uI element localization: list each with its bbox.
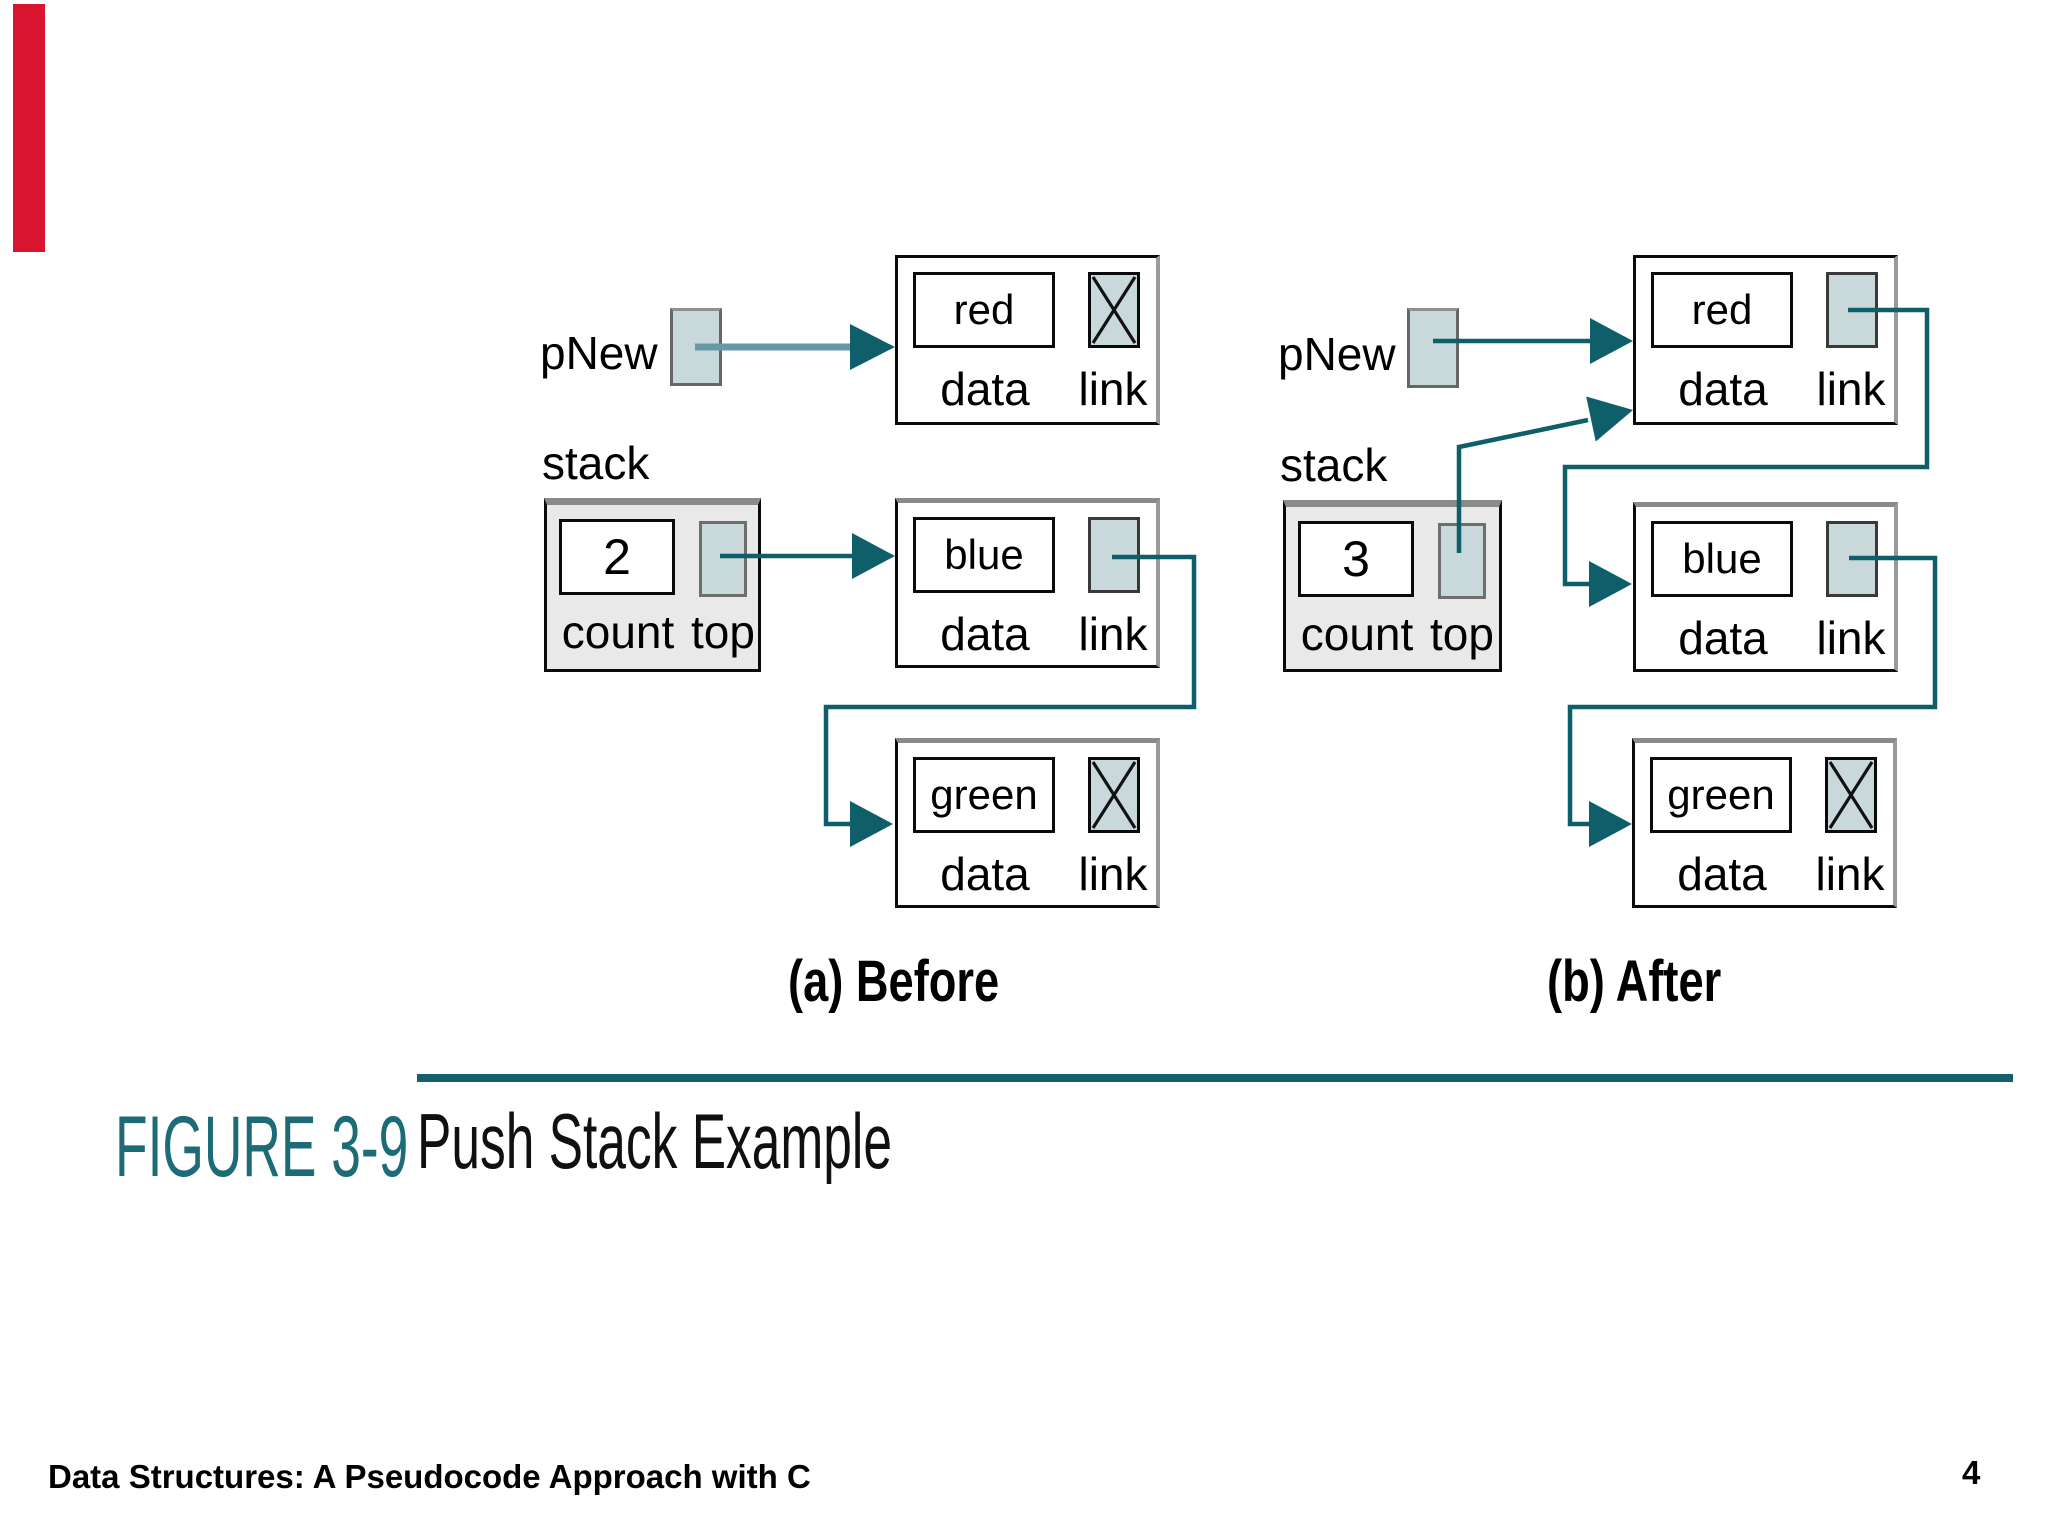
- link-field-label: link: [1816, 363, 1886, 415]
- data-field-label: data: [1678, 363, 1768, 415]
- data-field-label: data: [1678, 612, 1768, 664]
- top-label-after: top: [1430, 608, 1494, 660]
- stack-label-before: stack: [542, 437, 650, 489]
- data-field-label: data: [940, 848, 1030, 900]
- stack-label-after: stack: [1280, 439, 1388, 491]
- node-blue-after: blue data link: [1633, 502, 1898, 672]
- pnew-pointer-box-before: [670, 308, 722, 386]
- link-field-label: link: [1078, 363, 1148, 415]
- count-label-before: count: [561, 606, 675, 658]
- pnew-label-before: pNew: [540, 327, 658, 379]
- node-link-field: [1088, 757, 1140, 833]
- node-blue-before: blue data link: [895, 498, 1160, 668]
- arrowhead-pnew-to-red-before: [850, 324, 895, 370]
- node-green-after: green data link: [1632, 738, 1897, 908]
- stack-box-before: 2 count top: [544, 498, 761, 672]
- node-link-field: [1825, 757, 1877, 833]
- caption-rule: [417, 1074, 2013, 1082]
- figure-title: Push Stack Example: [417, 1097, 892, 1185]
- stack-box-after: 3 count top: [1283, 500, 1502, 672]
- node-link-field: [1088, 272, 1140, 348]
- panel-caption-after: (b) After: [1547, 949, 1722, 1014]
- pnew-pointer-box-after: [1407, 308, 1459, 388]
- link-field-label: link: [1078, 848, 1148, 900]
- null-x-icon: [1828, 761, 1874, 829]
- panel-caption-before: (a) Before: [788, 949, 1000, 1014]
- node-data-box: green: [1650, 757, 1792, 833]
- arrowhead-blue-to-green-after: [1589, 801, 1632, 847]
- null-x-icon: [1091, 276, 1137, 344]
- top-pointer-field-before: [699, 521, 747, 597]
- arrowhead-red-to-blue-after: [1589, 561, 1632, 607]
- link-field-label: link: [1816, 612, 1886, 664]
- node-link-field: [1088, 517, 1140, 593]
- page-number: 4: [1962, 1454, 1981, 1491]
- slide-accent-bar: [13, 4, 45, 252]
- arrowhead-top-to-red-after: [1586, 396, 1633, 442]
- data-field-label: data: [940, 363, 1030, 415]
- count-label-after: count: [1300, 608, 1414, 660]
- top-pointer-field-after: [1438, 523, 1486, 599]
- top-label-before: top: [691, 606, 755, 658]
- arrowhead-blue-to-green-before: [850, 801, 893, 847]
- figure-number-label: FIGURE 3-9: [115, 1099, 409, 1195]
- count-value-box-after: 3: [1298, 521, 1414, 597]
- node-data-box: red: [1651, 272, 1793, 348]
- node-data-box: red: [913, 272, 1055, 348]
- pnew-label-after: pNew: [1278, 328, 1396, 380]
- node-red-after: red data link: [1633, 255, 1898, 425]
- data-field-label: data: [1677, 848, 1767, 900]
- count-value-box-before: 2: [559, 519, 675, 595]
- node-link-field: [1826, 272, 1878, 348]
- link-field-label: link: [1078, 608, 1148, 660]
- null-x-icon: [1091, 761, 1137, 829]
- node-data-box: blue: [913, 517, 1055, 593]
- node-link-field: [1826, 521, 1878, 597]
- node-data-box: green: [913, 757, 1055, 833]
- link-field-label: link: [1815, 848, 1885, 900]
- node-red-before: red data link: [895, 255, 1160, 425]
- footer-book-title: Data Structures: A Pseudocode Approach w…: [48, 1458, 811, 1495]
- arrowhead-pnew-to-red-after: [1590, 318, 1633, 364]
- data-field-label: data: [940, 608, 1030, 660]
- arrowhead-top-to-blue-before: [852, 533, 895, 579]
- node-data-box: blue: [1651, 521, 1793, 597]
- node-green-before: green data link: [895, 738, 1160, 908]
